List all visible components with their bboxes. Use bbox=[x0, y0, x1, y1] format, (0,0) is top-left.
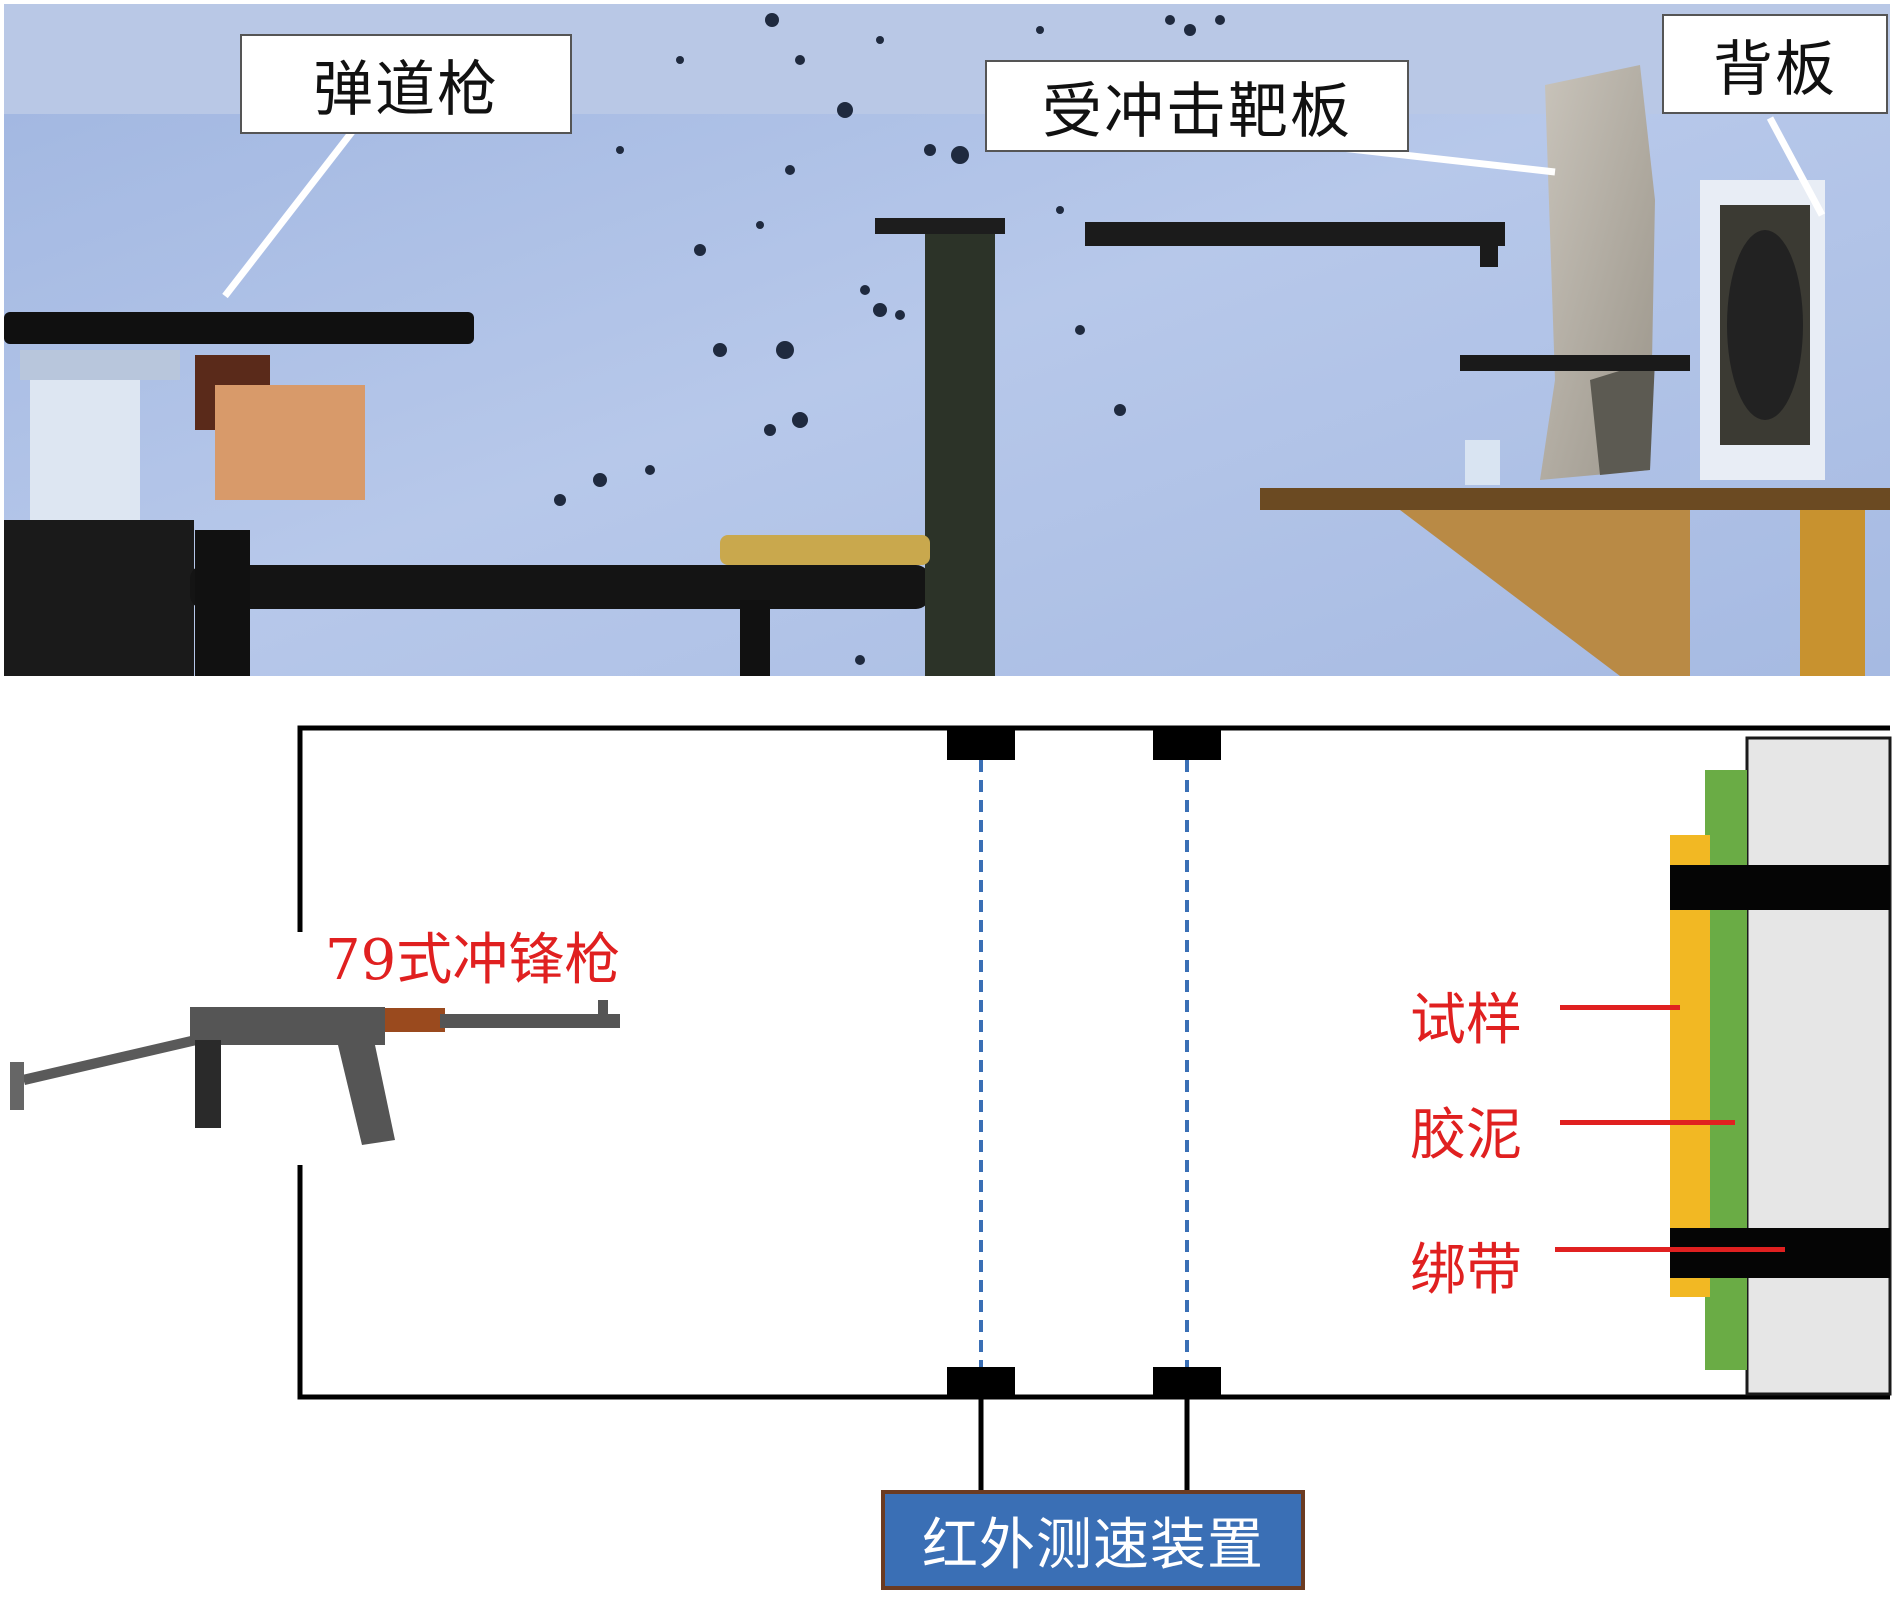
chamber-wall-top bbox=[297, 725, 1890, 932]
label-back-plate: 背板 bbox=[1662, 14, 1888, 114]
ir-receiver-2-bottom bbox=[1153, 1367, 1221, 1397]
schematic-strap-lower bbox=[1670, 1228, 1890, 1278]
test-table-top bbox=[1260, 488, 1890, 510]
gun-mount-top bbox=[20, 350, 180, 380]
leader-back-plate bbox=[1766, 116, 1826, 217]
schematic-diagram bbox=[10, 725, 1892, 1490]
small-cup bbox=[1465, 440, 1500, 485]
gun-stock bbox=[22, 1035, 197, 1085]
gun-magazine bbox=[195, 1040, 221, 1128]
leader-putty bbox=[1560, 1120, 1735, 1125]
label-impact-target-plate: 受冲击靶板 bbox=[985, 60, 1409, 152]
gun-handguard bbox=[385, 1008, 445, 1032]
gun-front-sight bbox=[598, 1000, 608, 1016]
submachine-gun-icon bbox=[10, 1000, 620, 1145]
label-sample: 试样 bbox=[1410, 988, 1522, 1053]
label-strap: 绑带 bbox=[1410, 1238, 1522, 1303]
gun-mount-base bbox=[4, 520, 194, 676]
gun-grip bbox=[338, 1045, 395, 1145]
target-plate-damage bbox=[1590, 360, 1655, 475]
ir-emitter-1-top bbox=[947, 730, 1015, 760]
test-table-leg bbox=[1800, 510, 1865, 676]
copper-sample bbox=[215, 385, 365, 500]
test-table-support bbox=[1400, 510, 1690, 676]
overhead-rail bbox=[1085, 222, 1505, 246]
back-plate-impact bbox=[1727, 230, 1803, 420]
leader-sample bbox=[1560, 1005, 1680, 1010]
gun-barrel bbox=[440, 1014, 620, 1028]
pipe-support-left bbox=[195, 530, 250, 676]
schematic-putty bbox=[1705, 770, 1747, 1370]
label-submachine-gun: 79式冲锋枪 bbox=[325, 928, 621, 993]
pipe-support-right bbox=[740, 600, 770, 676]
gun-buttplate bbox=[10, 1062, 24, 1110]
floor-pipe bbox=[190, 565, 930, 609]
schematic-sample bbox=[1670, 835, 1710, 1297]
target-clamp-bar bbox=[1460, 355, 1690, 371]
overhead-rail-drop bbox=[1480, 222, 1498, 267]
leader-strap bbox=[1555, 1247, 1785, 1252]
gun-mount-stand bbox=[30, 370, 140, 520]
infrared-velocity-device: 红外测速装置 bbox=[881, 1490, 1305, 1590]
chamber-wall-bottom bbox=[297, 1165, 1890, 1400]
leader-ballistic-gun bbox=[222, 125, 358, 299]
ir-receiver-1-bottom bbox=[947, 1367, 1015, 1397]
label-putty: 胶泥 bbox=[1410, 1103, 1522, 1168]
gun-receiver bbox=[190, 1007, 385, 1045]
schematic-strap-upper bbox=[1670, 865, 1890, 910]
sandbag bbox=[720, 535, 930, 565]
ballistic-gun-barrel bbox=[4, 312, 474, 344]
label-ballistic-gun: 弹道枪 bbox=[240, 34, 572, 134]
velocity-post bbox=[925, 230, 995, 676]
velocity-post-top bbox=[875, 218, 1005, 234]
schematic-back-plate bbox=[1745, 736, 1892, 1396]
ir-emitter-2-top bbox=[1153, 730, 1221, 760]
